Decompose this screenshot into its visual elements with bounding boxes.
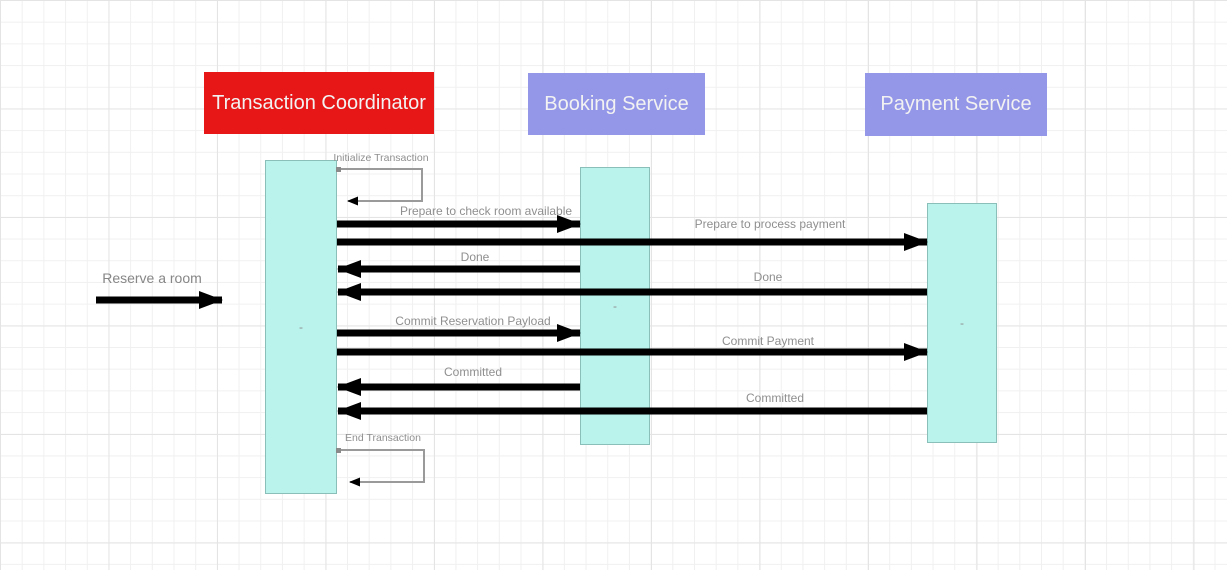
loop-start-stub [336, 167, 341, 172]
label-commit-payment: Commit Payment [721, 334, 815, 348]
actor-payment-service[interactable]: Payment Service [865, 73, 1047, 136]
label-end-transaction: End Transaction [345, 432, 421, 444]
activation-label: - [299, 320, 303, 334]
actor-label: Transaction Coordinator [212, 91, 426, 114]
loop-start-stub [336, 448, 341, 453]
activation-bar-booking[interactable]: - [580, 167, 650, 445]
label-commit-reservation: Commit Reservation Payload [395, 314, 551, 328]
actor-label: Payment Service [880, 93, 1032, 115]
label-committed-payment: Committed [745, 391, 805, 405]
label-committed-booking: Committed [443, 365, 503, 379]
activation-label: - [960, 316, 964, 330]
activation-bar-payment[interactable]: - [927, 203, 997, 443]
label-reserve-a-room: Reserve a room [102, 270, 202, 286]
edge-initialize-transaction-loop[interactable] [338, 168, 423, 206]
label-done-booking: Done [460, 250, 490, 264]
label-prepare-process-payment: Prepare to process payment [694, 217, 846, 231]
actor-label: Booking Service [544, 92, 689, 115]
activation-label: - [613, 299, 617, 313]
label-done-payment: Done [753, 270, 783, 284]
actor-transaction-coordinator[interactable]: Transaction Coordinator [204, 72, 434, 134]
activation-bar-coordinator[interactable]: - [265, 160, 337, 494]
label-prepare-check-room: Prepare to check room available [399, 204, 573, 218]
actor-booking-service[interactable]: Booking Service [528, 73, 705, 135]
label-initialize-transaction: Initialize Transaction [333, 152, 429, 164]
edge-end-transaction-loop[interactable] [338, 449, 425, 487]
